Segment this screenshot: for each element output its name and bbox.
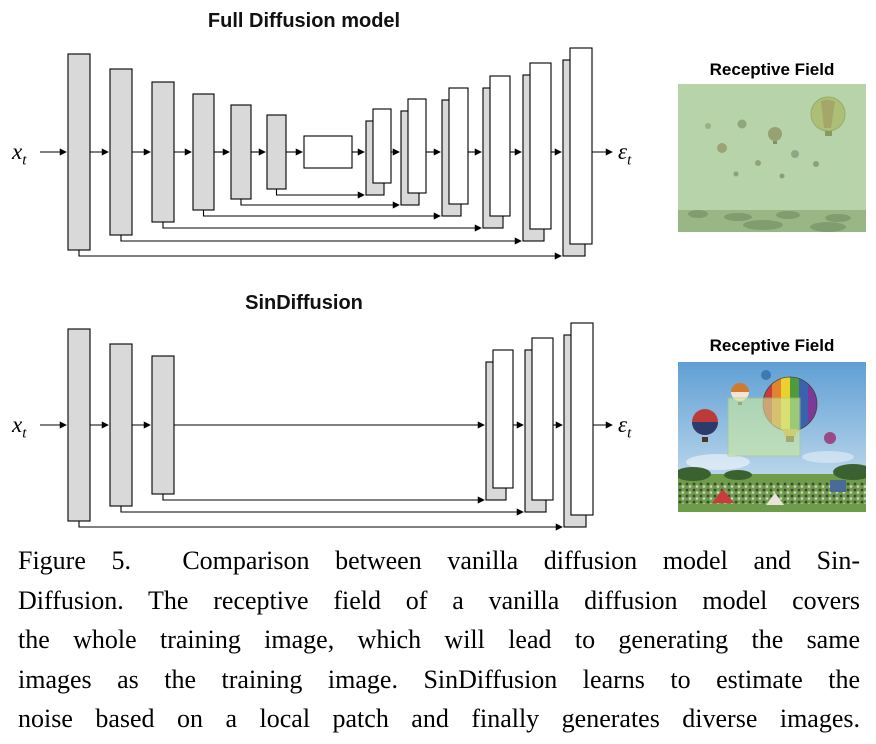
epsilon-subscript: t (627, 425, 632, 442)
epsilon-subscript: t (627, 152, 632, 169)
decoder-block-front (372, 108, 392, 184)
encoder-block (192, 93, 215, 211)
caption-line: images as the training image. SinDiffusi… (18, 664, 860, 694)
receptive-field-label-top: Receptive Field (709, 60, 835, 79)
caption-line: noise based on a local patch and finally… (18, 704, 860, 733)
small-balloon (824, 432, 836, 444)
skip-connection (275, 189, 365, 199)
encoder-block (109, 343, 133, 507)
xt-symbol: x (12, 412, 23, 437)
xt-subscript: t (22, 152, 27, 169)
receptive-field-label-bottom: Receptive Field (709, 336, 835, 355)
epsilon-symbol: ε (618, 139, 628, 164)
decoder-block-front (492, 349, 514, 489)
small-balloon (761, 370, 771, 380)
white-tent (766, 493, 784, 505)
receptive-field-image-patch (678, 362, 866, 512)
full-diffusion-unet-diagram (40, 47, 613, 260)
skip-connection (78, 250, 562, 260)
input-label-xt-top: xt (12, 140, 26, 169)
decoder-block-front (569, 47, 593, 245)
sindiffusion-title: SinDiffusion (245, 292, 363, 314)
skip-connection (78, 521, 563, 531)
skip-connection (162, 222, 482, 232)
skip-connection (162, 494, 485, 504)
red-tent (712, 489, 734, 503)
decoder-block-front (529, 62, 552, 230)
receptive-field-overlay-full (678, 84, 866, 232)
skip-connection (120, 506, 524, 516)
two-tone-balloon (692, 409, 718, 442)
encoder-block (230, 104, 252, 200)
output-label-epsilon-top: εt (618, 140, 631, 169)
blue-structure (830, 480, 846, 492)
encoder-block (151, 81, 175, 223)
xt-symbol: x (12, 139, 23, 164)
xt-subscript: t (22, 425, 27, 442)
caption-line: Diffusion. The receptive field of a vani… (18, 585, 860, 615)
receptive-field-patch (727, 397, 801, 457)
input-label-xt-bottom: xt (12, 413, 26, 442)
decoder-block-front (407, 98, 427, 194)
receptive-field-image-full (678, 84, 866, 232)
trees (678, 464, 866, 481)
skip-connection (240, 199, 400, 209)
caption-line: Figure 5. Comparison between vanilla dif… (18, 546, 860, 575)
encoder-block (266, 114, 287, 190)
bottleneck-block (303, 135, 353, 169)
decoder-block-front (531, 337, 554, 501)
decoder-block-front (489, 75, 511, 217)
encoder-block (67, 53, 91, 251)
cloud (802, 451, 854, 463)
figure-caption: Figure 5. Comparison between vanilla dif… (18, 541, 860, 739)
epsilon-symbol: ε (618, 412, 628, 437)
full-diffusion-title: Full Diffusion model (207, 10, 401, 32)
encoder-block (151, 355, 175, 495)
skip-connection (202, 210, 441, 220)
caption-line: the whole training image, which will lea… (18, 625, 860, 654)
decoder-block-front (448, 87, 469, 205)
encoder-block (109, 68, 133, 236)
cloud (686, 454, 750, 470)
decoder-block-front (570, 322, 594, 516)
encoder-block (67, 328, 91, 522)
skip-connection (120, 235, 522, 245)
sindiffusion-unet-diagram (40, 322, 613, 531)
output-label-epsilon-bottom: εt (618, 413, 631, 442)
